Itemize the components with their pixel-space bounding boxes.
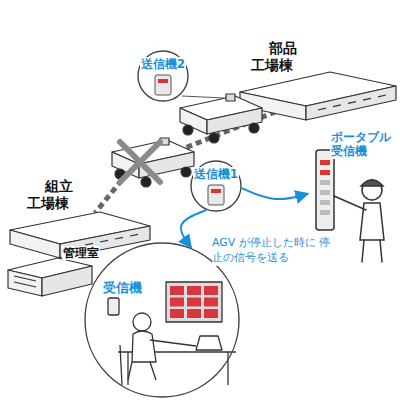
worker-with-portable-receiver (320, 170, 330, 175)
office-scene (170, 286, 184, 295)
worker-with-portable-receiver (362, 240, 382, 262)
control-room-building (14, 282, 36, 287)
agv-track (95, 108, 285, 213)
parts-building (306, 86, 396, 120)
control-room-building (14, 276, 36, 281)
worker-with-portable-receiver (320, 180, 330, 185)
worker-with-portable-receiver (320, 210, 330, 215)
stop-cross (120, 142, 160, 182)
control-room-building (42, 266, 92, 296)
office-scene (170, 309, 184, 318)
node-text: ポータブル受信機 (330, 130, 396, 159)
assembly-building (130, 234, 138, 236)
signal-arrow (181, 210, 206, 248)
worker-with-portable-receiver (362, 180, 382, 200)
agv-running (182, 96, 224, 98)
transmitter-icon (155, 75, 171, 95)
office-scene (170, 298, 184, 307)
signal-note: AGV が停止した時に 停止の信号を送る (212, 236, 331, 266)
node-label-box: 管理室 (62, 246, 100, 260)
office-scene (204, 309, 218, 318)
node-label-box: 組立工場棟 (26, 178, 74, 212)
node-label-box: 部品工場棟 (250, 40, 298, 74)
parts-building (378, 95, 386, 97)
agv-stopped (112, 138, 194, 187)
parts-building (333, 105, 341, 107)
node-text: 受信機 (102, 280, 143, 296)
office-scene (187, 286, 201, 295)
office-scene (108, 282, 236, 385)
node-text: 管理室 (62, 246, 100, 260)
worker-with-portable-receiver (316, 150, 334, 230)
agv-running (249, 123, 259, 133)
node-text: 組立工場棟 (26, 178, 74, 212)
node-text: 送信機2 (140, 57, 186, 71)
parts-building (348, 102, 356, 104)
agv-stopped (181, 167, 191, 177)
office-scene (128, 362, 156, 380)
agv-running (183, 125, 193, 135)
control-room-building (8, 258, 92, 296)
transmitter-icon (208, 185, 224, 205)
worker-with-portable-receiver (320, 190, 330, 195)
office-scene (108, 298, 119, 315)
transmitter-icon (155, 75, 171, 95)
agv-running (207, 108, 262, 134)
worker-with-portable-receiver (334, 196, 366, 210)
parts-building (318, 108, 326, 110)
parts-building (363, 98, 371, 100)
stop-cross (120, 142, 160, 182)
office-scene (170, 286, 218, 318)
office-scene (187, 309, 201, 318)
office-scene (120, 345, 122, 385)
office-scene (150, 340, 196, 346)
transmitter-lamp (211, 189, 221, 193)
agv-stopped (141, 177, 151, 187)
office-scene (133, 313, 151, 331)
office-scene (227, 352, 228, 385)
parts-building (318, 95, 386, 110)
office-scene (187, 298, 201, 307)
agv-running (180, 94, 262, 143)
agv-running (209, 133, 219, 143)
circle-outline (85, 243, 239, 397)
office-scene (204, 286, 218, 295)
stop-cross (120, 142, 160, 182)
assembly-building (85, 243, 93, 245)
office-scene (132, 331, 156, 362)
transmitter-lamp (158, 79, 168, 83)
assembly-building (115, 237, 123, 239)
callout-circle: 送信機1 (190, 160, 242, 212)
parts-building (240, 72, 396, 120)
transmitter-icon (208, 185, 224, 205)
office-scene (196, 336, 222, 350)
office-scene (204, 298, 218, 307)
agv-running (226, 94, 235, 101)
control-room-building (8, 270, 42, 296)
office-scene (166, 282, 222, 322)
signal-arrow (242, 188, 308, 199)
assembly-building (10, 230, 60, 258)
worker-with-portable-receiver (320, 160, 330, 215)
node-text: 送信機1 (193, 167, 239, 181)
circle-outline (191, 161, 241, 211)
callout-circle: 送信機2 (137, 50, 189, 102)
worker-with-portable-receiver (320, 200, 330, 205)
agv-running (180, 108, 207, 134)
circle-outline (138, 51, 188, 101)
worker-with-portable-receiver (320, 160, 330, 165)
assembly-building (100, 240, 108, 242)
worker-with-portable-receiver (361, 180, 383, 186)
node-text: 部品工場棟 (250, 40, 298, 74)
